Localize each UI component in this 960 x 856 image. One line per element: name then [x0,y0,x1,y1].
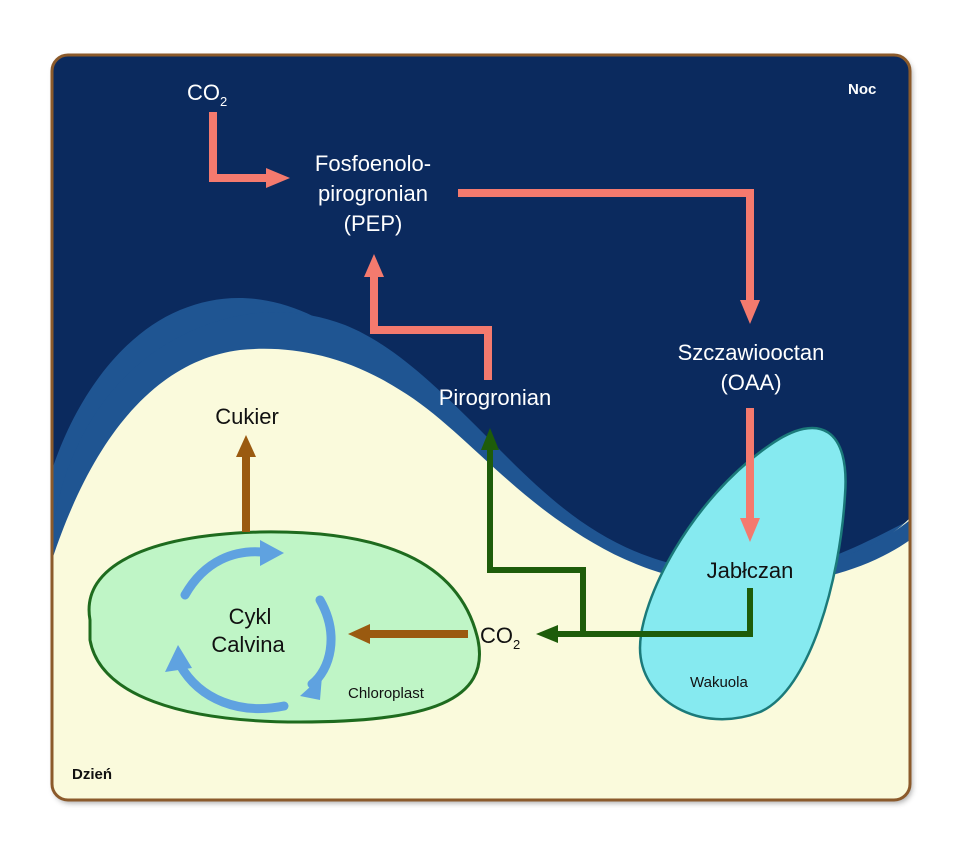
pyruvate-label: Pirogronian [439,385,552,410]
co2-mid-label: CO2 [480,623,520,652]
brown-arrows [242,455,468,638]
co2-top-label: CO2 [187,80,227,109]
calvin-cycle-arrows [175,547,336,714]
night-arrows [209,112,754,520]
night-arrowheads [266,168,760,542]
calvin-cycle-line2: Calvina [211,632,285,657]
oaa-label-line2: (OAA) [720,370,781,395]
brown-arrowheads [236,435,370,644]
frame-border [50,53,912,802]
malate-label: Jabłczan [707,558,794,583]
co2-top-subscript: 2 [220,94,227,109]
green-arrowheads [481,428,558,643]
night-label: Noc [848,81,876,98]
calvin-cycle-arrowheads [165,540,322,700]
chloroplast-label: Chloroplast [348,685,425,702]
vacuole [638,426,847,721]
pep-label-line3: (PEP) [344,211,403,236]
pep-label-line1: Fosfoenolo- [315,151,431,176]
pep-label-line2: pirogronian [318,181,428,206]
green-arrows [487,448,753,637]
vacuole-label: Wakuola [690,674,748,691]
co2-mid-subscript: 2 [513,637,520,652]
calvin-cycle-line1: Cykl [229,604,272,629]
wave-stripe [52,312,910,586]
day-label: Dzień [72,766,112,783]
oaa-label-line1: Szczawiooctan [678,340,825,365]
sugar-label: Cukier [215,404,279,429]
